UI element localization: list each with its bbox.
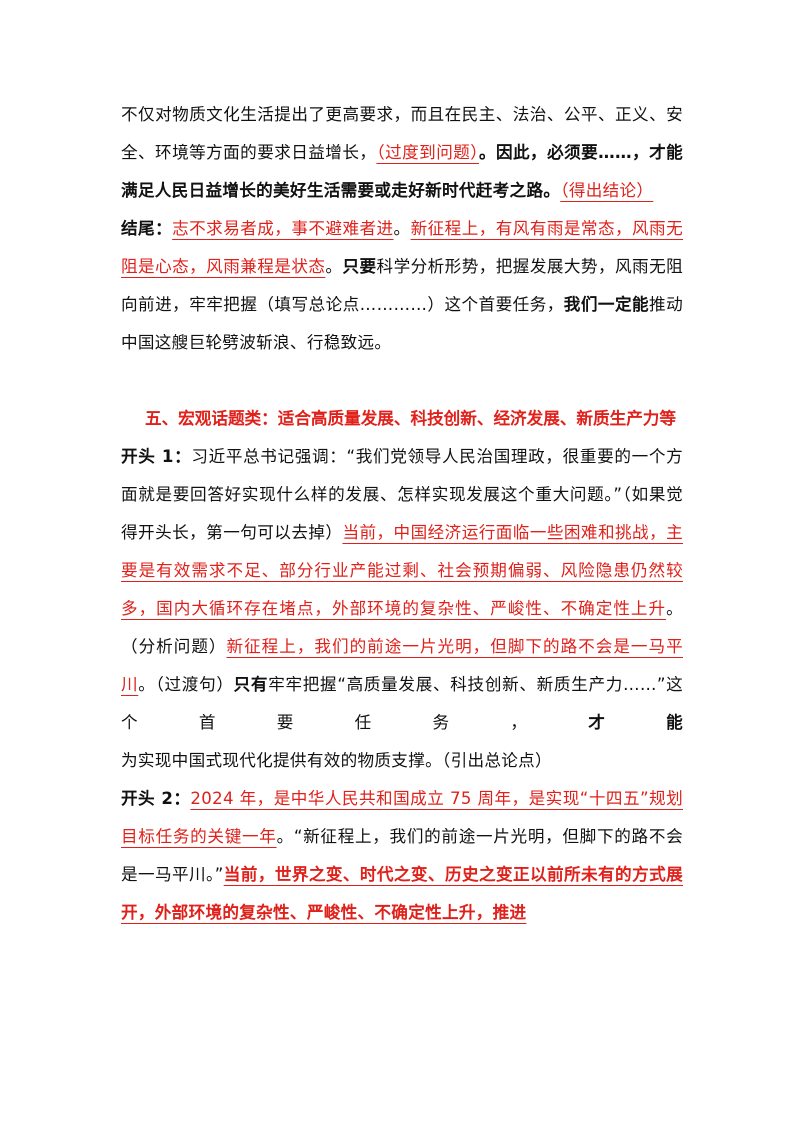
document-body: 不仅对物质文化生活提出了更高要求，而且在民主、法治、公平、正义、安全、环境等方面… — [121, 96, 683, 932]
emphasis-text: 只要 — [342, 257, 377, 276]
highlight-text: 当前，世界之变、时代之变、历史之变正以前所未有的方式展开，外部环境的复杂性、严峻… — [121, 865, 683, 922]
section-label: 开头 2： — [121, 789, 191, 808]
section-gap — [121, 362, 683, 400]
highlight-text: 2024 年，是中华人民共和国成立 75 周年，是实现“十四五”规划目标任务的关… — [121, 789, 684, 846]
highlight-text: 新征程上，我们的前途一片光明，但脚下的路不会是一马平川 — [121, 637, 683, 694]
emphasis-text: 才能 — [588, 713, 683, 732]
section-heading: 五、宏观话题类：适合高质量发展、科技创新、经济发展、新质生产力等 — [145, 409, 676, 428]
body-text: 习近平总书记强调：“我们党领导人民治国理政，很重要的一个方面就是要回答好实现什么… — [121, 447, 683, 542]
body-text: 牢牢把握“高质量发展、科技创新、新质生产力……”这个首要任务， — [121, 675, 683, 732]
body-text: 科学分析形势，把握发展大势，风雨无阻向前进，牢牢把握（填写总论点…………）这个首… — [121, 257, 683, 314]
body-text: 。（分析问题） — [121, 599, 683, 656]
paragraph-opening-2: 开头 2：2024 年，是中华人民共和国成立 75 周年，是实现“十四五”规划目… — [121, 780, 683, 932]
highlight-text: 当前，中国经济运行面临一些困难和挑战，主要是有效需求不足、部分行业产能过剩、社会… — [121, 523, 683, 618]
section-label: 开头 1： — [121, 447, 192, 466]
body-text: 。 — [393, 219, 411, 238]
body-text: 为实现中国式现代化提供有效的物质支撑。（引出总论点） — [121, 751, 552, 770]
paragraph-opening-1: 开头 1：习近平总书记强调：“我们党领导人民治国理政，很重要的一个方面就是要回答… — [121, 438, 683, 780]
highlight-text: 新征程上，有风有雨是常态，风雨无阻是心态，风雨兼程是状态 — [121, 219, 683, 276]
body-text: 。 — [325, 257, 343, 276]
body-text: 推动中国这艘巨轮劈波斩浪、行稳致远。 — [121, 295, 683, 352]
body-text: 。因此，必须要……，才能满足人民日益增长的美好生活需要或走好新时代赶考之路。 — [121, 143, 684, 200]
emphasis-text: 只有 — [233, 675, 269, 694]
body-text: 。（过渡句） — [138, 675, 234, 694]
annotation-conclusion: （得出结论） — [560, 181, 654, 200]
emphasis-text: 我们一定能 — [563, 295, 650, 314]
body-text: 。“新征程上，我们的前途一片光明，但脚下的路不会是一马平川。” — [121, 827, 683, 884]
paragraph-ending: 结尾：志不求易者成，事不避难者进。新征程上，有风有雨是常态，风雨无阻是心态，风雨… — [121, 210, 683, 362]
body-text: 不仅对物质文化生活提出了更高要求，而且在民主、法治、公平、正义、安全、环境等方面… — [121, 105, 683, 162]
section-label: 结尾： — [121, 219, 173, 238]
paragraph-conclusion-intro: 不仅对物质文化生活提出了更高要求，而且在民主、法治、公平、正义、安全、环境等方面… — [121, 96, 683, 210]
annotation-transition: （过度到问题） — [376, 143, 479, 162]
highlight-text: 志不求易者成，事不避难者进 — [172, 219, 394, 238]
